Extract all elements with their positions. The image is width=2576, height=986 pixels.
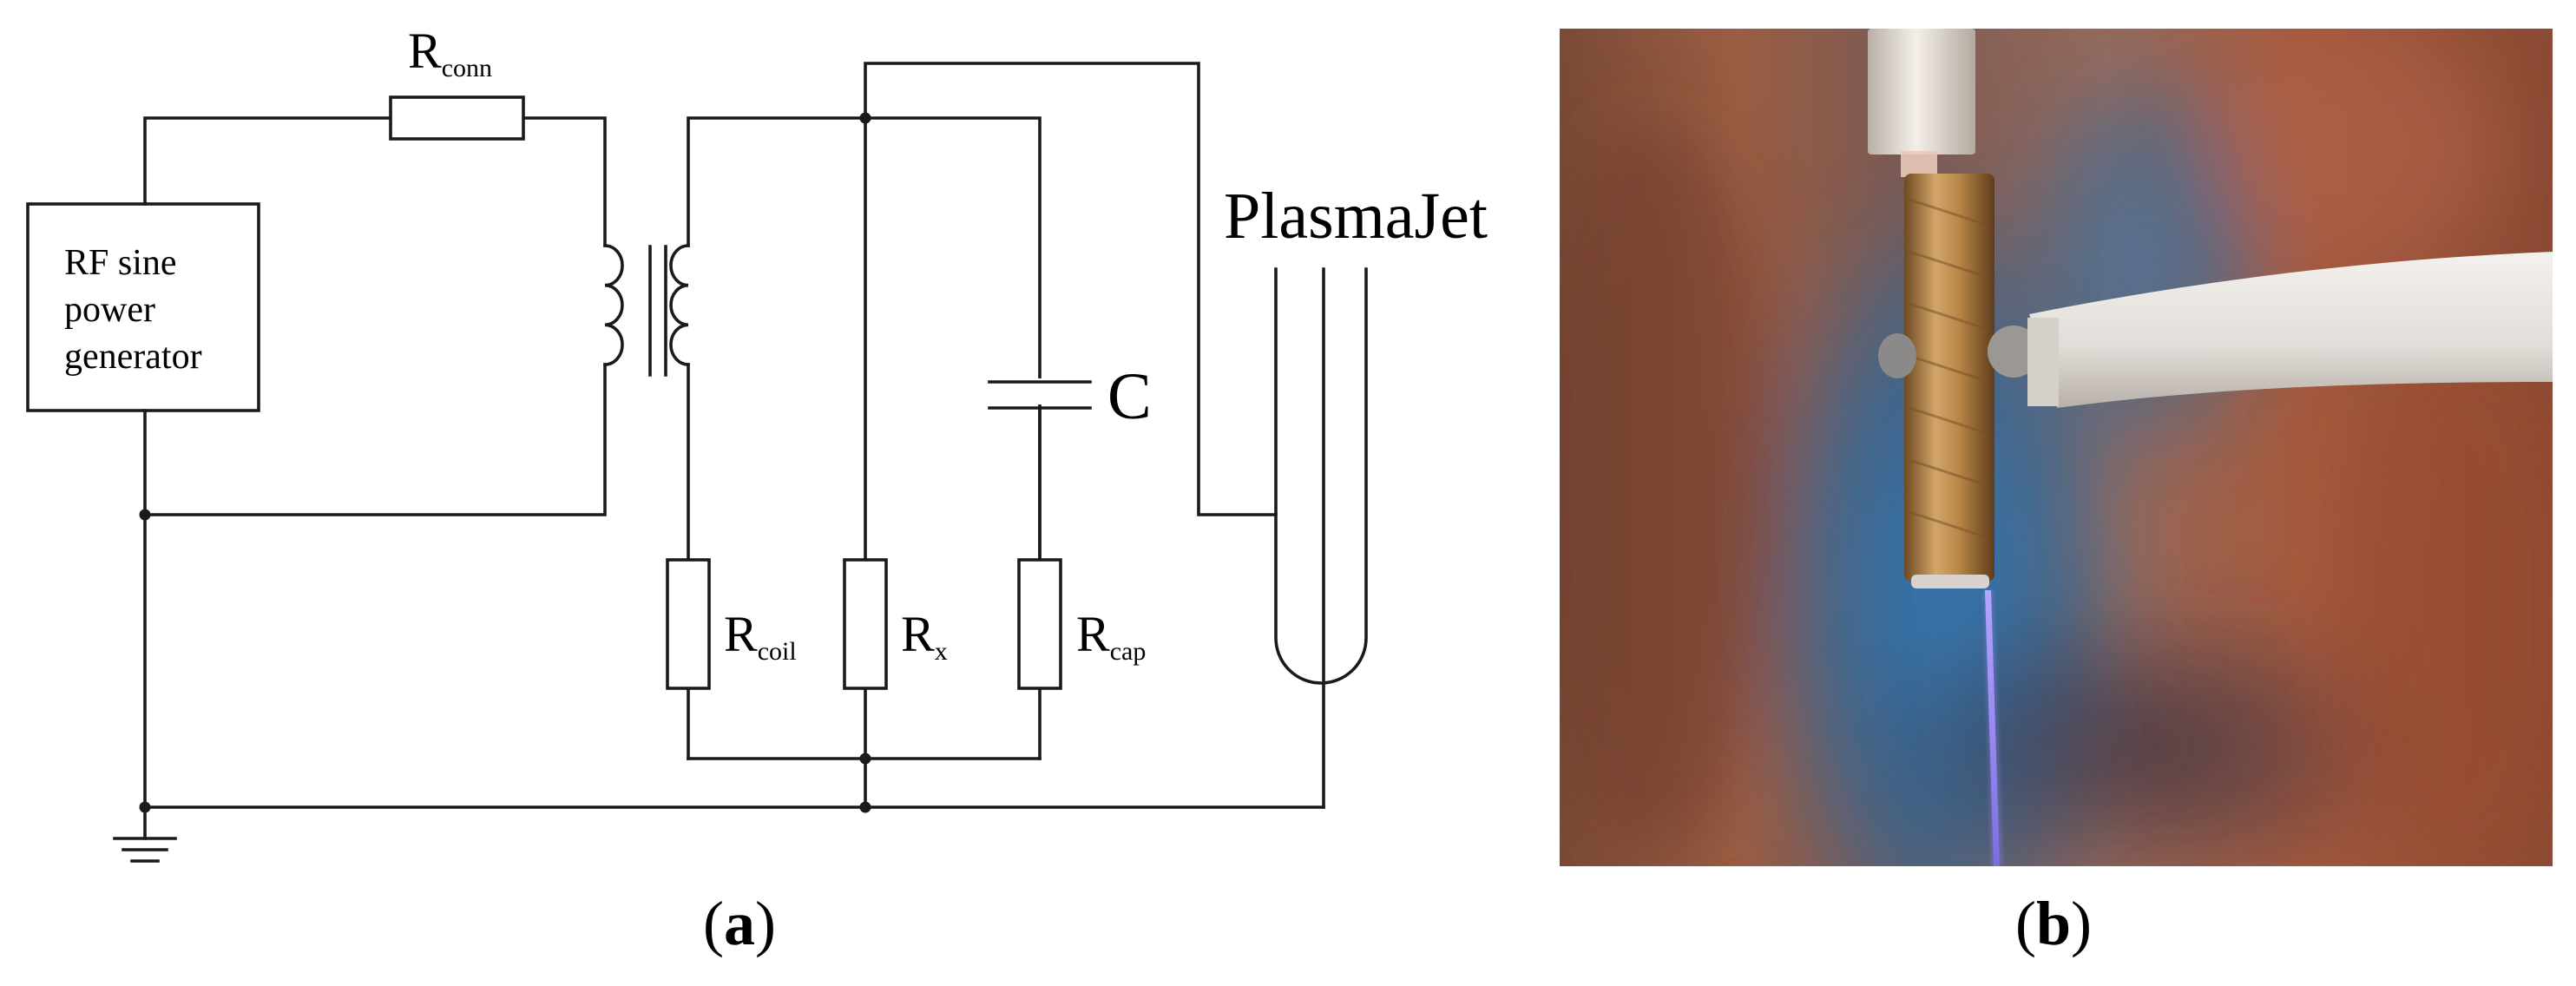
r-cap-sub: cap (1110, 637, 1147, 666)
plasma-jet-photo (1560, 29, 2553, 866)
r-coil-label: Rcoil (724, 606, 797, 666)
generator-label: RF sine power generator (64, 243, 202, 377)
caption-a-open: ( (703, 889, 724, 958)
rf-generator: RF sine power generator (26, 202, 260, 412)
wire-primary-top (143, 116, 392, 206)
r-conn-main: R (408, 23, 442, 79)
junction-dot (859, 112, 871, 124)
generator-line-1: RF sine (64, 243, 177, 283)
junction-dot (139, 509, 151, 521)
caption-a-close: ) (755, 889, 776, 958)
white-cable (2029, 252, 2553, 408)
wire-primary-bottom (143, 363, 607, 516)
junction-dot (139, 801, 151, 813)
transformer (603, 244, 690, 377)
r-coil-main: R (724, 606, 758, 662)
plasmajet-electrode: PlasmaJet (1224, 180, 1488, 809)
caption-b: (b) (2015, 889, 2092, 958)
ground-symbol (113, 837, 177, 863)
copper-texture (1909, 198, 1990, 540)
r-conn-label: Rconn (408, 23, 492, 82)
copper-electrode (1904, 174, 1994, 582)
solder-blob-right (1988, 325, 2040, 378)
ceramic-tube (1868, 29, 1975, 154)
r-coil-sub: coil (758, 637, 797, 666)
resistor-r-cap: Rcap (1017, 558, 1146, 690)
capacitor-label: C (1107, 360, 1152, 433)
transformer-secondary-coil (669, 244, 690, 366)
wire-plasmajet-feed (864, 62, 1278, 516)
solder-blob-left (1878, 333, 1916, 378)
resistor-r-x: Rx (843, 558, 948, 690)
plasmajet-label: PlasmaJet (1224, 180, 1488, 253)
wire-primary-top-right (522, 116, 607, 247)
plasma-beam (1983, 590, 2003, 866)
generator-line-3: generator (64, 337, 202, 377)
r-cap-label: Rcap (1076, 606, 1146, 666)
caption-a: (a) (703, 889, 776, 958)
caption-b-open: ( (2015, 889, 2036, 958)
resistor-r-coil: Rcoil (666, 558, 797, 690)
caption-b-close: ) (2071, 889, 2092, 958)
circuit-diagram: RF sine power generator Rconn (26, 23, 1488, 958)
r-x-sub: x (935, 637, 948, 666)
r-x-label: Rx (901, 606, 948, 666)
caption-a-letter: a (724, 889, 755, 958)
junction-dot (859, 801, 871, 813)
r-conn-sub: conn (442, 54, 492, 82)
r-x-main: R (901, 606, 935, 662)
resistor-r-conn: Rconn (389, 23, 525, 141)
plasmajet-outer-tube (1274, 267, 1368, 685)
junction-dot (859, 753, 871, 765)
caption-b-letter: b (2036, 889, 2071, 958)
capacitor-c: C (981, 360, 1152, 562)
r-cap-main: R (1076, 606, 1110, 662)
transformer-primary-coil (603, 244, 624, 366)
generator-line-2: power (64, 290, 155, 330)
